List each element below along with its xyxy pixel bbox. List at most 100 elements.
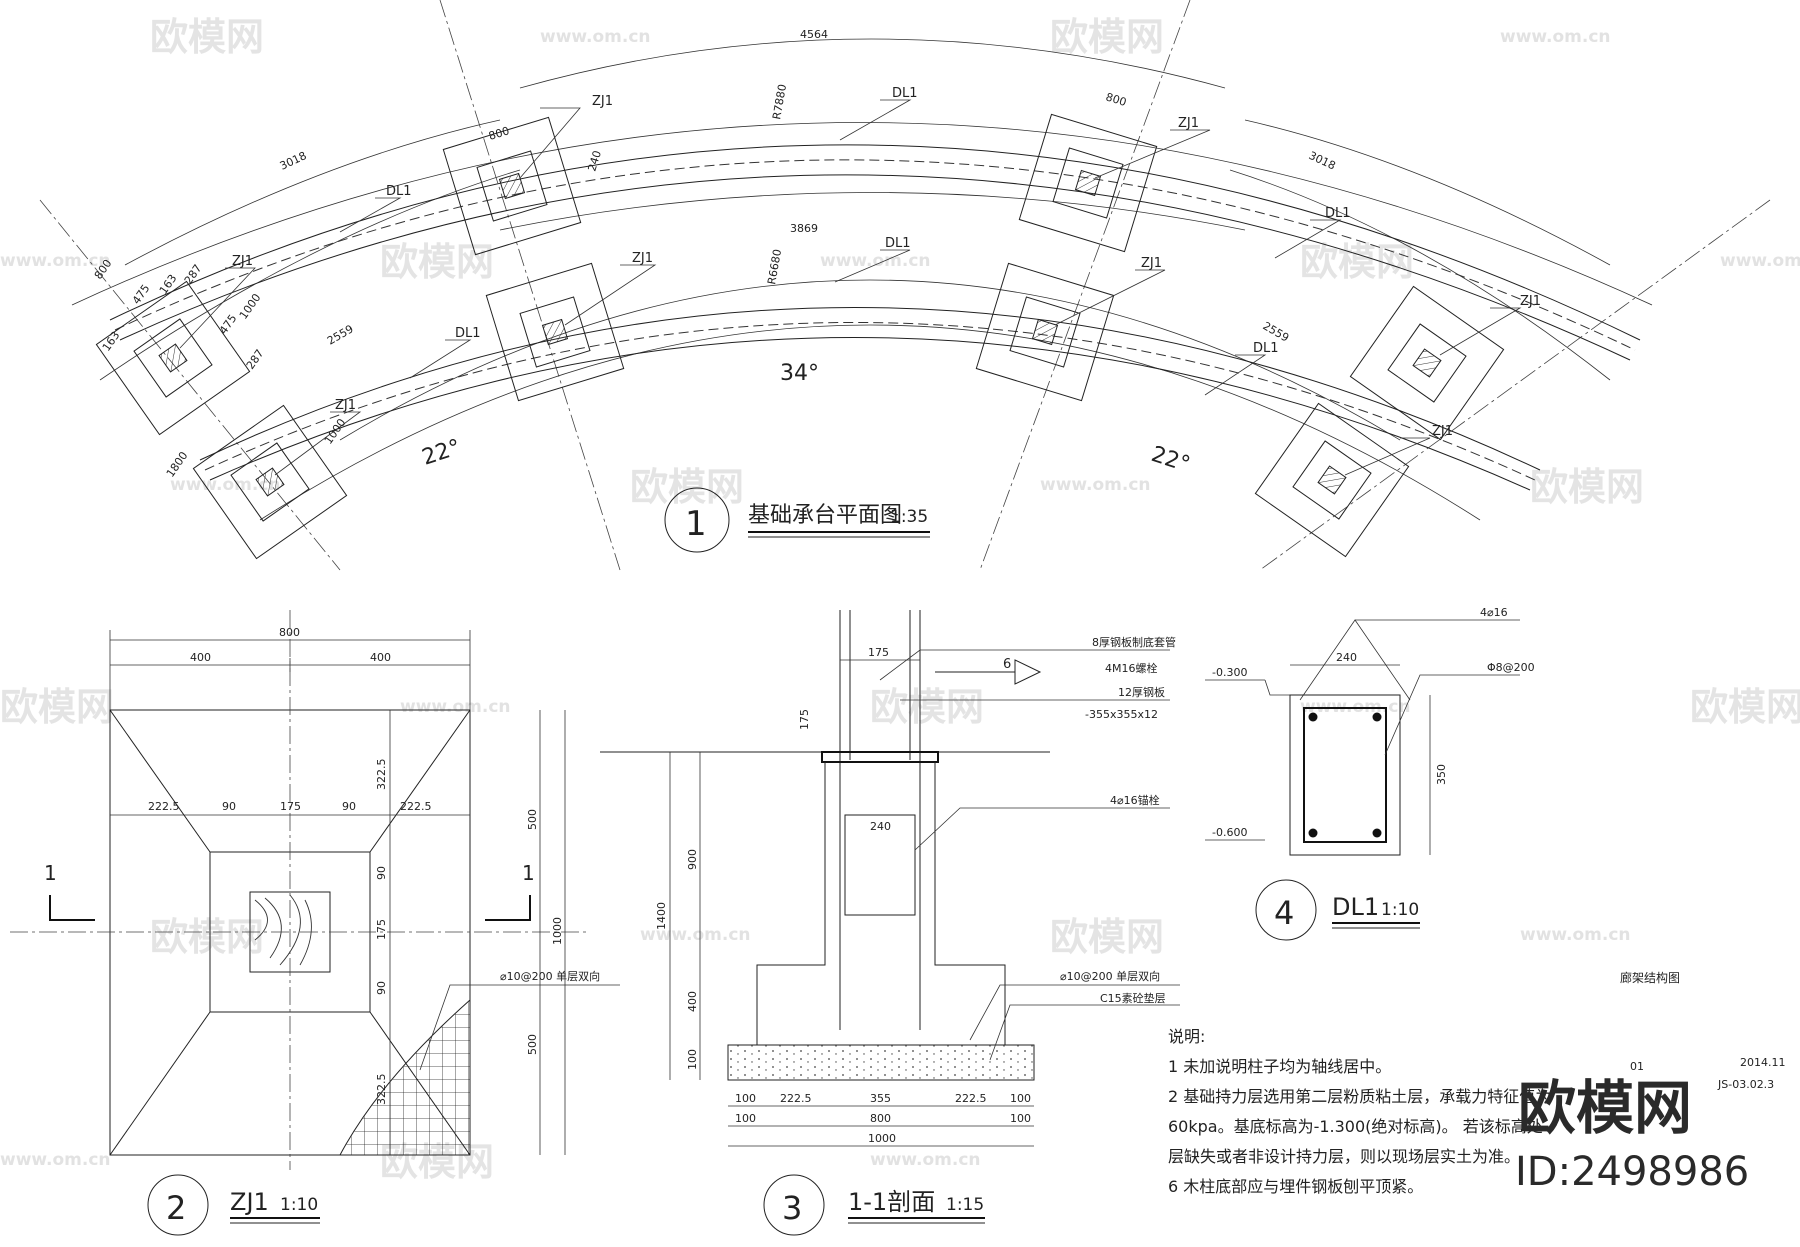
dim-arc-outer-right [1244,119,1611,266]
pad-label: ZJ1 [632,251,653,266]
brand-overlay: 欧模网 ID:2498986 [1515,1074,1749,1195]
cut-mark-right [485,895,531,921]
pedestal-edge [934,762,1006,1045]
note-plate: 12厚钢板 [1118,685,1165,699]
svg-text:欧模网: 欧模网 [1530,465,1644,509]
dim-arc-angle-sides [259,324,1481,521]
dim-top-total: 800 [279,626,300,639]
drawing-title: 廊架结构图 [1620,970,1680,985]
svg-text:欧模网: 欧模网 [380,240,494,284]
dim-beam-width: 240 [585,149,604,173]
elev-top: -0.300 [1212,666,1247,679]
stirrup-leader [1384,674,1520,756]
watermark-url-5: www.om.cn [1720,251,1800,271]
axis-line [39,199,341,571]
axis-line [439,0,621,571]
svg-text:欧模网: 欧模网 [1690,685,1800,729]
beam-label: DL1 [885,236,911,251]
c15-pad [727,1044,1035,1081]
note-steel-sleeve: 8厚钢板制底套管 [1092,635,1176,649]
rebar-grid [339,998,471,1156]
watermark-brand-2: 欧模网 [1050,15,1164,59]
leader-line [914,807,1170,851]
dim-c800: 800 [870,1112,891,1125]
detail-ref-number: 6 [1003,657,1011,672]
leader-line [989,1004,1180,1061]
rebar-dot [1372,828,1382,838]
beam-top-bars: 4⌀16 [1480,606,1508,619]
note-line-2: 2 基础持力层选用第二层粉质粘土层，承载力特征值为 [1168,1087,1551,1106]
rebar-dot [1308,712,1318,722]
leader-line [339,197,402,233]
svg-text:欧模网: 欧模网 [630,465,744,509]
dim-pad-left: 800 [487,124,511,143]
dim-arc-inner-chord [499,192,1246,231]
watermark-brand-10: 欧模网 [150,915,264,959]
beam-label: DL1 [1253,341,1279,356]
drawing-code: JS-03.02.3 [1717,1078,1774,1091]
dim-v90-bottom: 90 [375,981,388,995]
beam-outline [1289,694,1401,856]
zj1-scale: 1:10 [280,1195,318,1215]
dim-175: 175 [280,800,301,813]
dim-outer-radius: R7880 [770,83,789,120]
dim-b100b: 100 [1010,1092,1031,1105]
dim-arc-outer-left [124,119,501,266]
dim-b355: 355 [870,1092,891,1105]
beam-label: DL1 [892,86,918,101]
leader-line [274,411,362,476]
dim-arc-angle-center [339,279,1401,441]
watermark-url-12: www.om.cn [0,1150,111,1170]
dim-arc-inner-right [1229,169,1611,381]
svg-text:欧模网: 欧模网 [1300,240,1414,284]
plan-view: ZJ1 ZJ1 ZJ1 ZJ1 ZJ1 ZJ1 ZJ1 ZJ1 DL1 DL1 … [39,0,1771,571]
watermark-brand-7: 欧模网 [0,685,114,729]
beam-label: DL1 [386,184,412,199]
watermark-brand-9: 欧模网 [1690,685,1800,729]
dim-475b: 475 [217,312,240,337]
dim-inner-chord: 3869 [790,222,818,235]
watermark-url-1: www.om.cn [540,27,651,47]
dim-175b: 175 [798,709,811,730]
watermark-brand-4: 欧模网 [1300,240,1414,284]
dim-1400: 1400 [655,902,668,930]
dim-top-right: 400 [370,651,391,664]
dim-222-left: 222.5 [148,800,180,813]
beam-edge [109,144,1641,341]
section-scale: 1:15 [946,1195,984,1215]
view-marker-4 [1255,879,1317,941]
dim-arc-inner-left [99,169,521,381]
zj1-title: ZJ1 [230,1188,269,1216]
dim-287a: 287 [182,262,205,287]
drawing-date: 2014.11 [1740,1056,1786,1069]
pad-zj1 [442,116,582,256]
leader-line [419,984,620,1071]
view-marker-number: 4 [1274,894,1294,932]
rebar-dot [1308,828,1318,838]
pad-zj1 [485,262,625,402]
dim-90-left: 90 [222,800,236,813]
leader-line [1094,129,1211,179]
watermark-brand-3: 欧模网 [380,240,494,284]
leader-line [1344,437,1431,476]
watermark-url-11: www.om.cn [1520,925,1631,945]
svg-text:欧模网: 欧模网 [150,15,264,59]
elev-marker [1264,679,1290,696]
leader-line [969,984,1180,1041]
dim-outer-chord: 4564 [800,28,828,41]
svg-text:欧模网: 欧模网 [1050,15,1164,59]
watermark-layer: 欧模网 欧模网 欧模网 欧模网 欧模网 欧模网 欧模网 欧模网 欧模网 欧模网 … [0,15,1800,1184]
elev-bottom: -0.600 [1212,826,1247,839]
watermark-url-4: www.om.cn [820,251,931,271]
sheet-number: 01 [1630,1060,1644,1073]
pad-label: ZJ1 [1178,116,1199,131]
pedestal-edge [756,762,826,1045]
pad-label: ZJ1 [1432,424,1453,439]
beam-label: DL1 [455,326,481,341]
view-marker-3 [763,1174,825,1236]
watermark-url-8: www.om.cn [400,697,511,717]
stirrup [1303,707,1387,843]
beam-stirrup: Φ8@200 [1487,661,1535,674]
notes-heading: 说明: [1168,1027,1205,1046]
view-marker-number: 2 [166,1189,186,1227]
